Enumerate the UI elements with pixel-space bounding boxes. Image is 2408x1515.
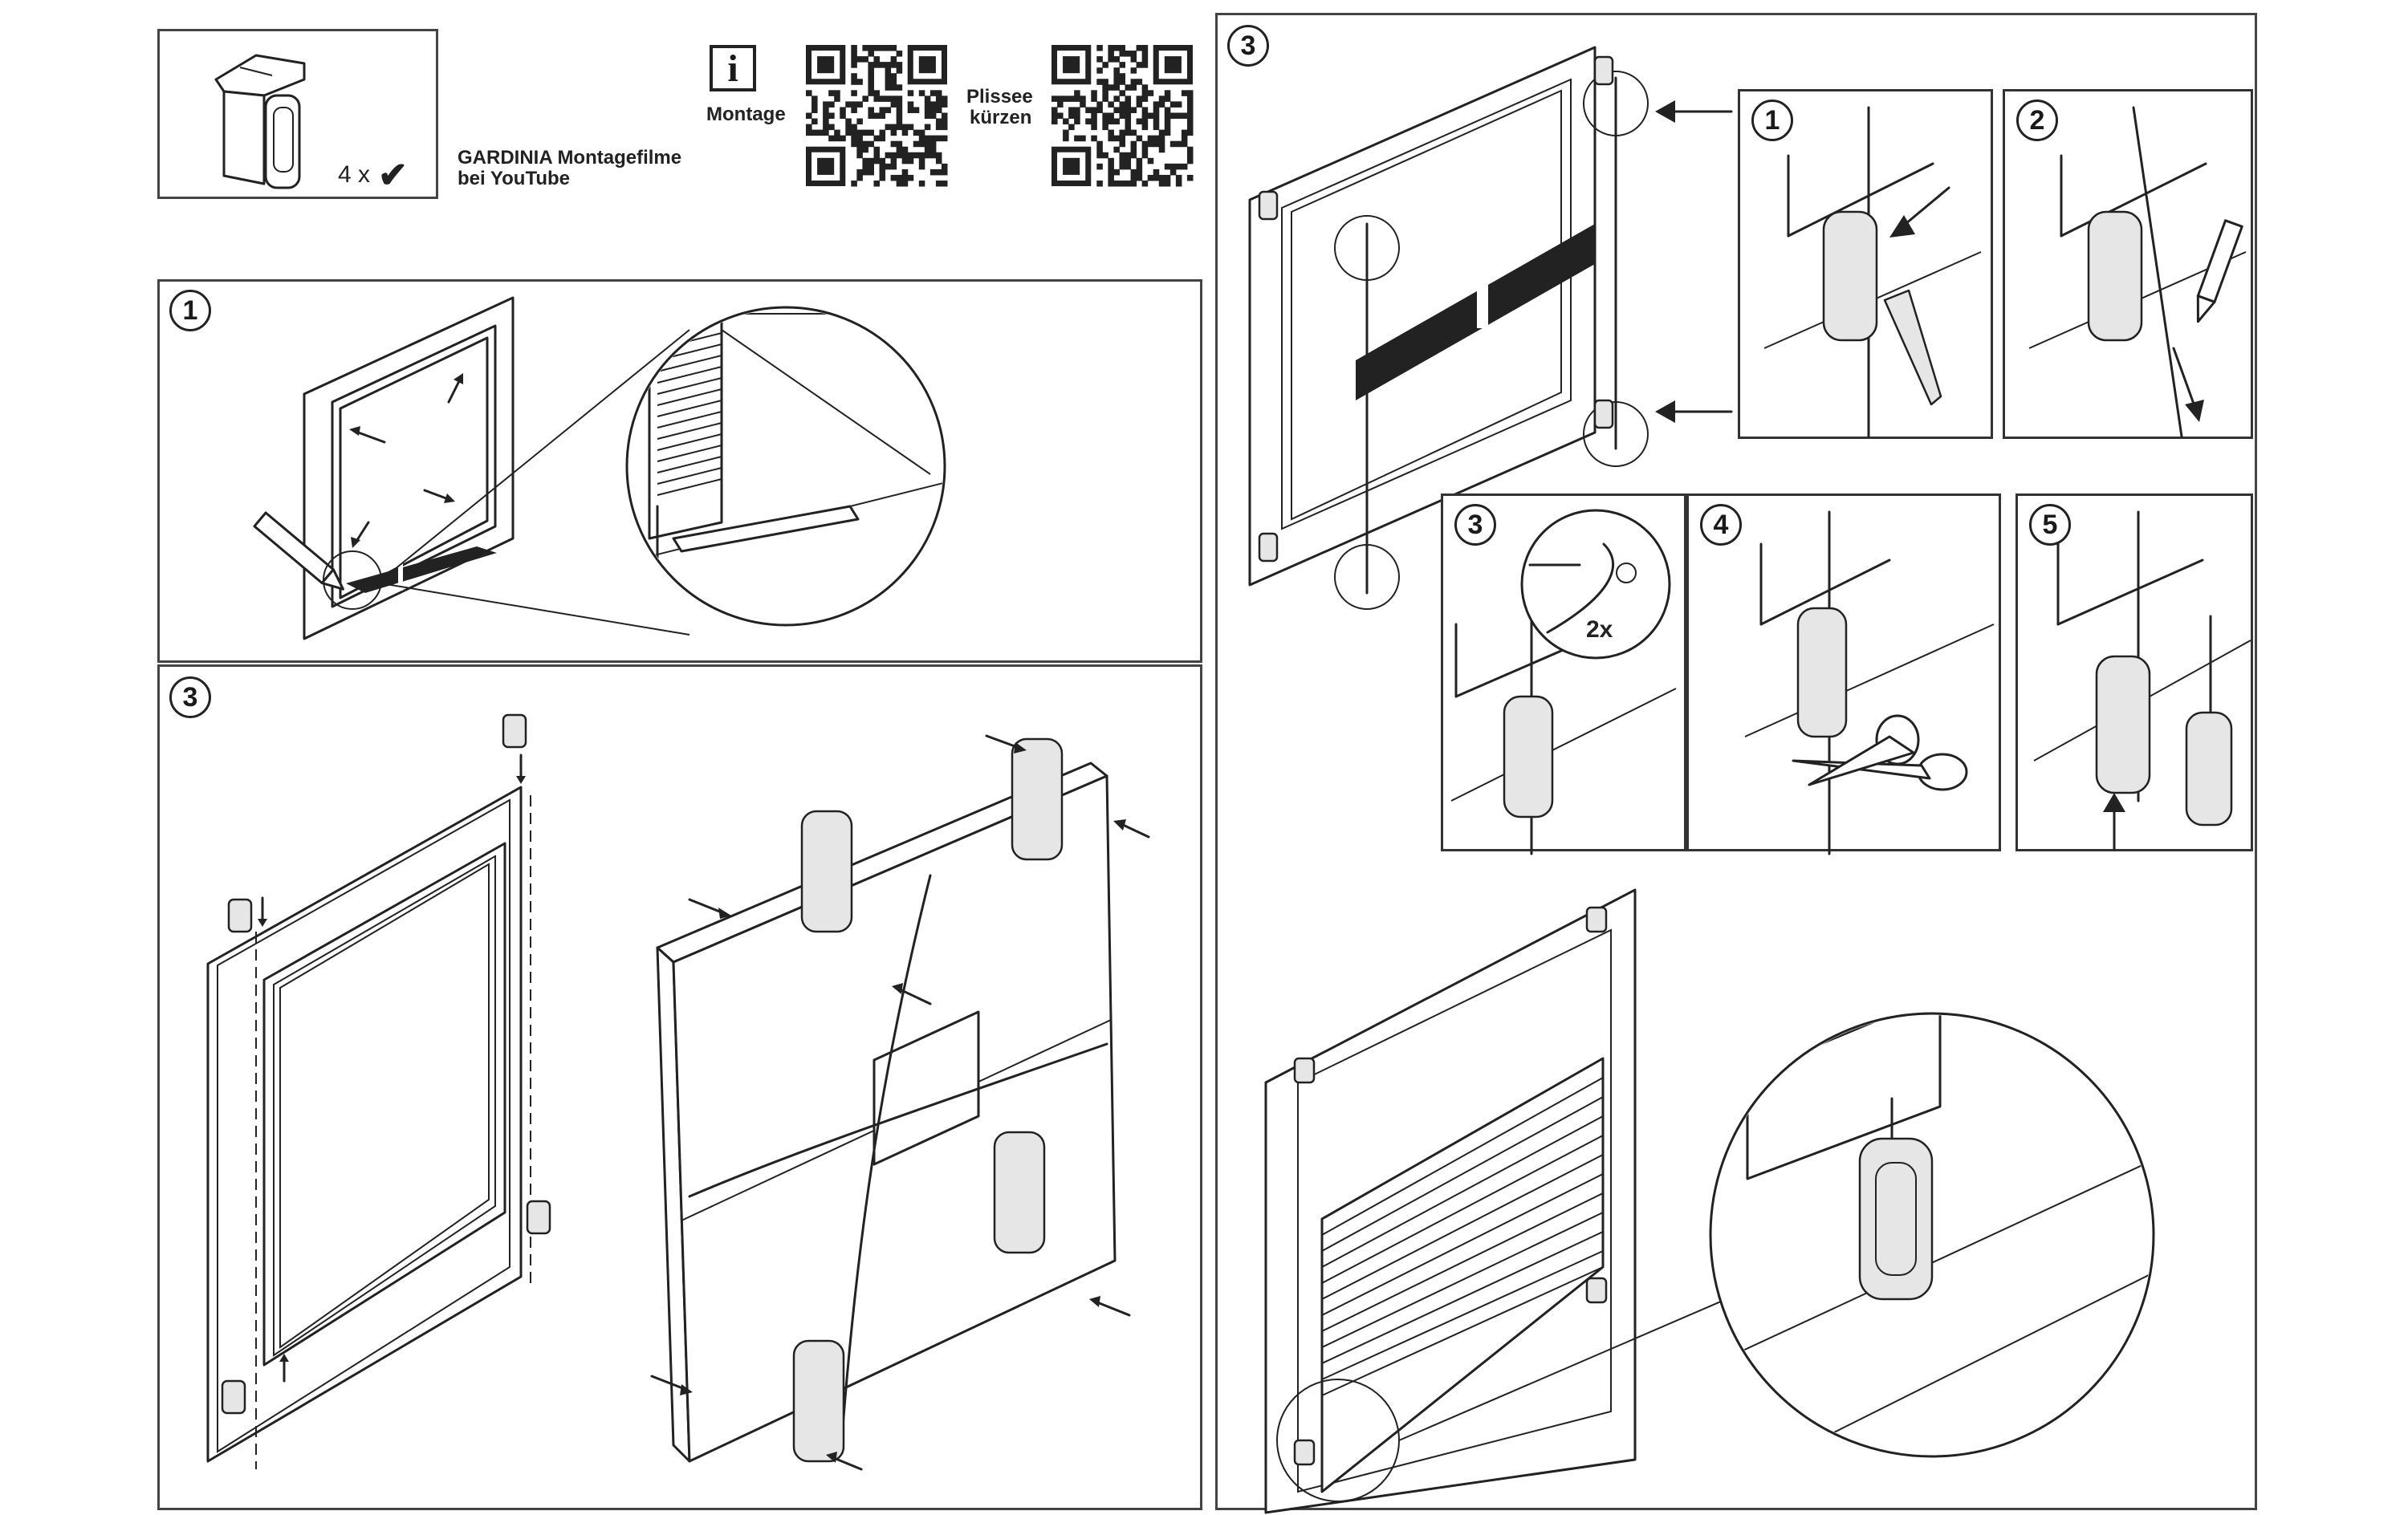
- cord-cut-illustration: [1744, 510, 1995, 855]
- step-number: 1: [169, 290, 211, 331]
- substep-1-panel: 1: [1738, 89, 1993, 439]
- step-number: 3: [1227, 25, 1269, 67]
- montage-label: Montage: [706, 104, 786, 125]
- bracket-count: 4 x: [338, 161, 371, 188]
- cord-bracket-illustration: [1763, 106, 1982, 438]
- qr-code-montage[interactable]: [806, 45, 948, 187]
- plissee-label-line2: kürzen: [970, 107, 1032, 128]
- substep-number: 1: [1751, 100, 1793, 141]
- substep-number: 5: [2029, 504, 2071, 546]
- bracket-count-box: 4 x ✔: [157, 29, 438, 199]
- window-measure-illustration: [253, 296, 946, 640]
- video-line-2: bei YouTube: [458, 168, 571, 189]
- window-with-brackets-illustration: [206, 713, 1150, 1471]
- step-number: 3: [169, 676, 211, 718]
- plissee-label-line1: Plissee: [966, 86, 1033, 108]
- substep-5-panel: 5: [2015, 493, 2253, 851]
- repeat-count-label: 2x: [1586, 616, 1613, 643]
- substep-number: 2: [2016, 100, 2058, 141]
- scissors-icon: [1792, 714, 1968, 791]
- cord-knot-illustration: [1450, 509, 1677, 855]
- video-line-1: GARDINIA Montagefilme: [458, 147, 682, 169]
- qr-code-plissee[interactable]: [1051, 45, 1194, 187]
- substep-4-panel: 4: [1686, 493, 2001, 855]
- step-3-shortening-panel: 3: [1215, 13, 2257, 1514]
- substep-number: 4: [1700, 504, 1742, 546]
- substep-number: 3: [1454, 504, 1496, 546]
- step-1-panel: 1: [157, 279, 1202, 663]
- info-icon: i: [710, 45, 756, 91]
- window-cord-illustration: [1248, 46, 2155, 1514]
- step-3-mounting-panel: 3: [157, 664, 1202, 1510]
- cord-mark-illustration: [2028, 106, 2247, 438]
- cord-reinsert-illustration: [2033, 510, 2251, 851]
- substep-3-panel: 3 2x: [1441, 493, 1686, 855]
- checkmark-icon: ✔: [378, 156, 408, 195]
- bracket-icon: [214, 54, 306, 189]
- substep-2-panel: 2: [2003, 89, 2253, 439]
